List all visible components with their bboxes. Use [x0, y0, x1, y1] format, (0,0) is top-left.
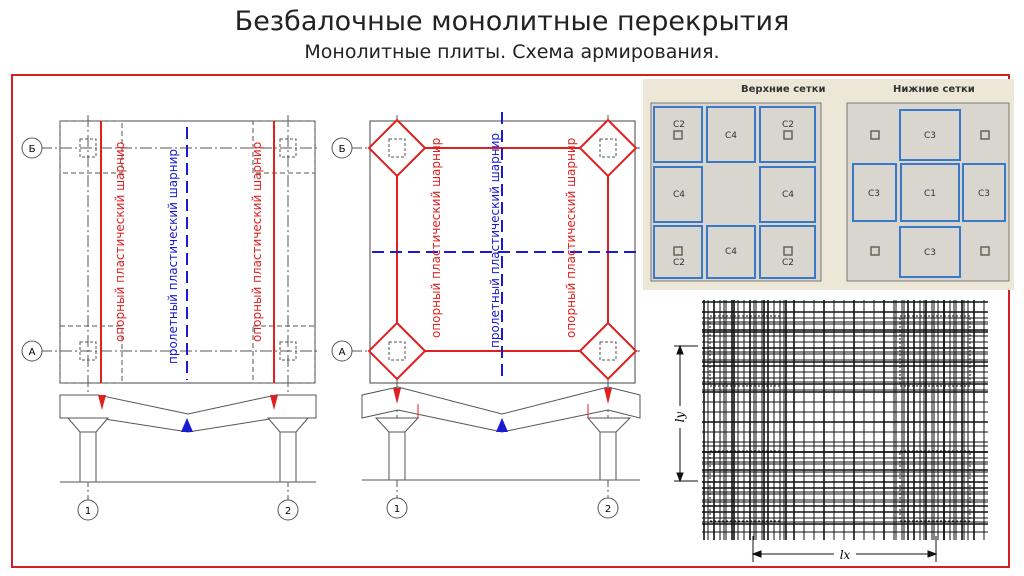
svg-text:С2: С2: [782, 258, 794, 268]
axis-label-2: 2: [605, 504, 611, 515]
column-shaft: [388, 431, 406, 481]
page-subtitle: Монолитные плиты. Схема армирования.: [304, 41, 720, 63]
column-diamond: [367, 118, 427, 178]
svg-text:С4: С4: [782, 190, 794, 200]
column-symbol: [599, 341, 617, 361]
column-shaft: [279, 431, 297, 483]
axis-label-a: А: [29, 347, 36, 358]
column-shaft: [79, 431, 97, 483]
column-capital: [374, 417, 420, 433]
svg-text:С4: С4: [725, 131, 737, 141]
support-hinge-marker: [98, 395, 106, 410]
span-hinge-label: пролетный пластический шарнир: [166, 149, 180, 364]
left-slab-outline: [59, 120, 316, 384]
column-symbol: [388, 341, 406, 361]
column-symbol: [79, 341, 97, 361]
dimension-ly: ly: [673, 411, 687, 422]
axis-label-2: 2: [285, 506, 291, 517]
lower-mesh-sheets: [852, 109, 1006, 278]
support-hinge-label: опорный пластический шарнир: [113, 142, 127, 342]
span-hinge-marker: [181, 418, 193, 432]
column-diamond: [578, 321, 638, 381]
svg-text:С3: С3: [924, 131, 936, 141]
column-zone: [59, 120, 123, 174]
left-section: [59, 394, 317, 483]
column-capital: [586, 417, 632, 433]
span-hinge-label: пролетный пластический шарнир: [488, 133, 502, 348]
axis-label-b: Б: [339, 144, 346, 155]
content-frame: [11, 74, 1010, 568]
middle-plan: [350, 112, 640, 500]
column-shaft: [599, 431, 617, 481]
svg-text:С2: С2: [673, 258, 685, 268]
column-diamond: [578, 118, 638, 178]
column-capital: [66, 417, 110, 433]
upper-mesh-labels: С2 С4 С2 С4 С4 С2 С4 С2: [673, 120, 794, 268]
support-hinge-label: опорный пластический шарнир: [429, 138, 443, 338]
axis-label-b: Б: [29, 144, 36, 155]
dimension-lines: [674, 344, 938, 562]
axis-label-1: 1: [394, 504, 400, 515]
middle-axis-bubbles: Б А 1 2: [331, 137, 619, 519]
column-zones: [709, 315, 971, 522]
axis-label-a: А: [339, 347, 346, 358]
column-diamond: [367, 321, 427, 381]
svg-text:С3: С3: [868, 189, 880, 199]
axis-label-1: 1: [85, 506, 91, 517]
support-hinge-marker: [393, 388, 401, 404]
column-zone: [252, 120, 316, 174]
upper-mesh-sheets: [653, 106, 816, 279]
svg-text:С2: С2: [673, 120, 685, 130]
upper-column-squares: [673, 130, 793, 256]
mesh-photo-panel: Верхние сетки Нижние сетки С2 С4 С2 С4 С…: [643, 79, 1014, 290]
svg-text:С2: С2: [782, 120, 794, 130]
reinforcement-grid-panel: ly lx: [668, 296, 998, 566]
svg-text:С3: С3: [978, 189, 990, 199]
support-hinge-label: опорный пластический шарнир: [250, 142, 264, 342]
column-zone: [59, 325, 123, 384]
column-zone: [252, 325, 316, 384]
page-title: Безбалочные монолитные перекрытия: [234, 6, 790, 37]
span-hinge-marker: [496, 418, 508, 432]
column-symbol: [79, 138, 97, 158]
column-symbol: [279, 138, 297, 158]
column-symbol: [388, 138, 406, 158]
column-capital: [266, 417, 310, 433]
support-hinge-label: опорный пластический шарнир: [564, 138, 578, 338]
upper-mesh-title: Верхние сетки: [741, 84, 826, 95]
column-symbol: [599, 138, 617, 158]
lower-mesh-title: Нижние сетки: [893, 84, 975, 95]
slab-section: [361, 386, 641, 433]
support-hinge-marker: [270, 395, 278, 410]
svg-text:С1: С1: [924, 189, 936, 199]
middle-section: [361, 386, 641, 481]
lower-mesh-field: [846, 102, 1010, 282]
svg-text:С3: С3: [924, 248, 936, 258]
lower-column-squares: [870, 130, 990, 256]
support-hinge-marker: [604, 388, 612, 404]
mesh-layout: Верхние сетки Нижние сетки С2 С4 С2 С4 С…: [650, 84, 1010, 282]
rebar-lines: [702, 300, 988, 540]
reinforcement-grid: ly lx: [672, 300, 988, 562]
column-symbol: [279, 341, 297, 361]
dim-label-bg: [672, 406, 688, 428]
svg-text:С4: С4: [673, 190, 685, 200]
dim-label-bg: [834, 546, 856, 562]
lower-mesh-labels: С3 С3 С1 С3 С3: [868, 131, 990, 258]
left-axis-bubbles: Б А 1 2: [21, 137, 299, 521]
svg-text:С4: С4: [725, 247, 737, 257]
dimension-lx: lx: [840, 548, 851, 562]
